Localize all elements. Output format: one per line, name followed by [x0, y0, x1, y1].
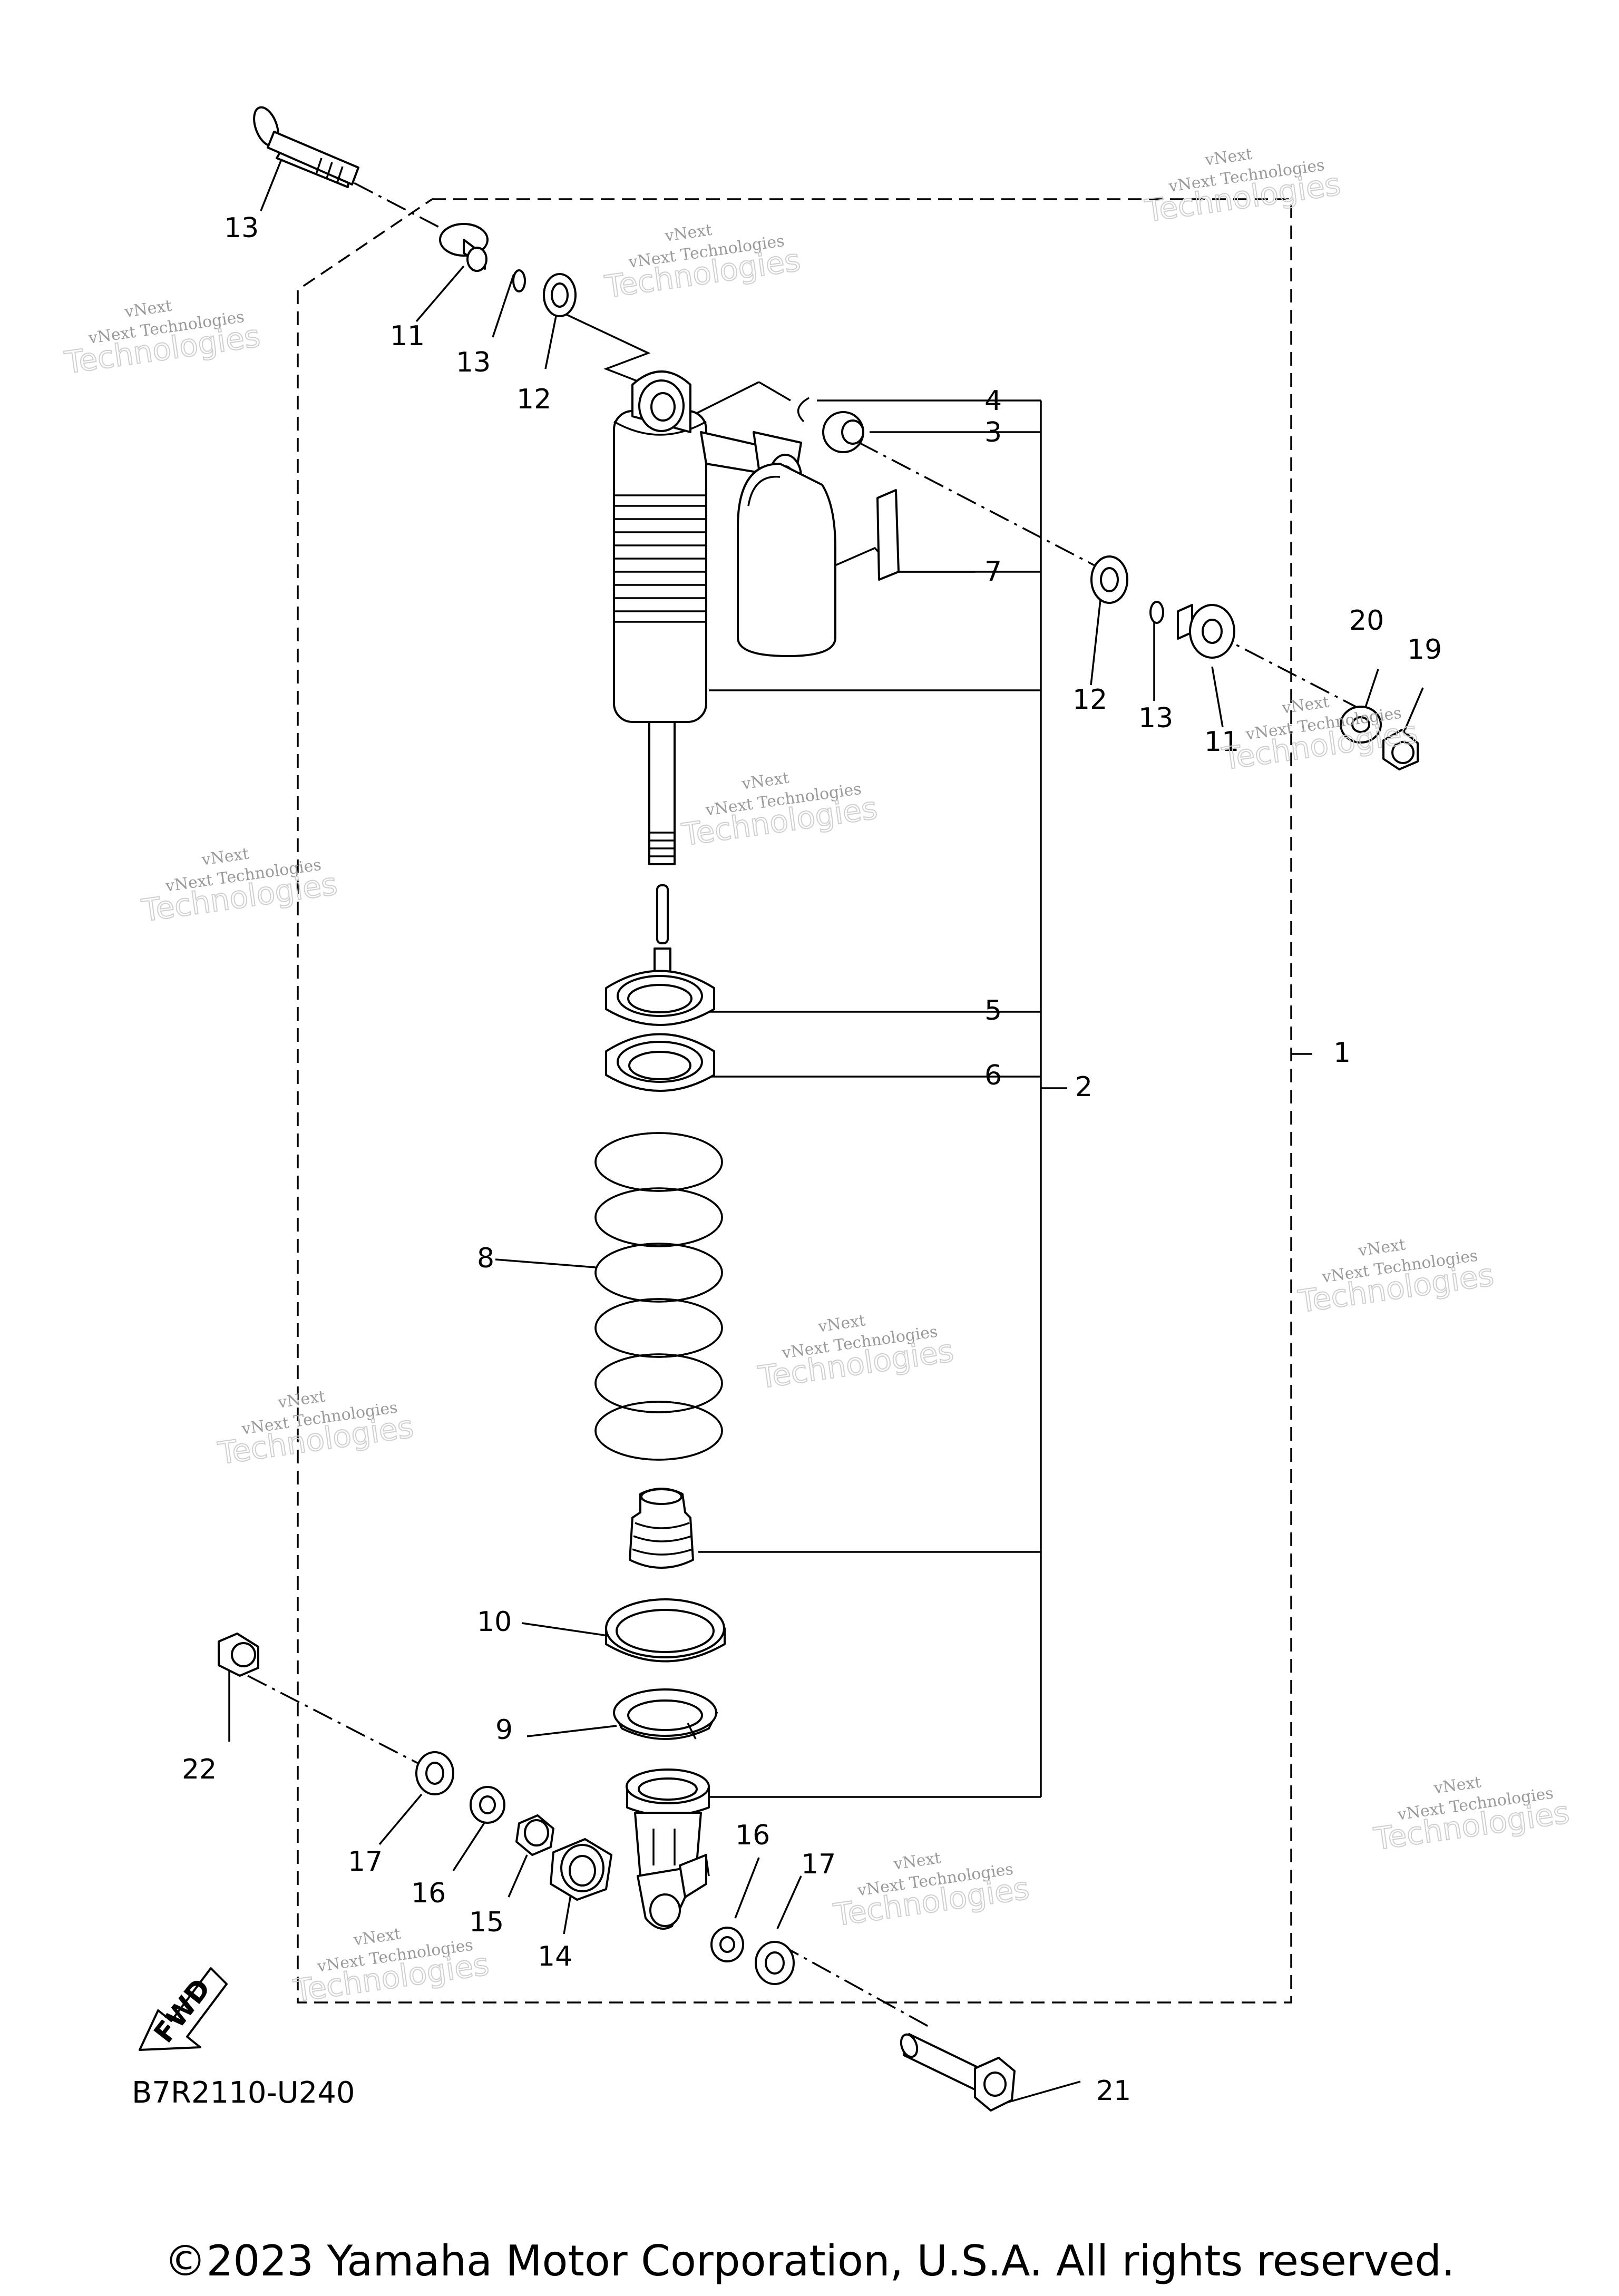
- diagram-code: B7R2110-U240: [132, 2076, 355, 2110]
- leader-lines: [228, 158, 1424, 2104]
- callout-22: 22: [182, 1754, 217, 1785]
- copyright-notice: ©2023 Yamaha Motor Corporation, U.S.A. A…: [164, 2236, 1455, 2285]
- right-hardware: [1090, 555, 1419, 770]
- top-seal: [543, 273, 577, 317]
- callout-17-right: 17: [801, 1849, 836, 1880]
- spring-guide-ring: [605, 1598, 726, 1663]
- callout-8: 8: [477, 1243, 494, 1274]
- callout-16-right: 16: [735, 1820, 770, 1851]
- bump-stop: [629, 1488, 694, 1569]
- group-bracket: [1040, 400, 1312, 1797]
- svg-text:vNext: vNext: [1432, 1773, 1482, 1797]
- callout-13-right: 13: [1138, 702, 1173, 734]
- svg-text:vNext: vNext: [123, 297, 173, 321]
- svg-text:vNext: vNext: [200, 845, 250, 869]
- axis-lines: [247, 165, 1366, 2030]
- svg-text:vNext: vNext: [276, 1387, 326, 1412]
- top-o-ring: [512, 269, 526, 292]
- callout-15: 15: [469, 1907, 504, 1938]
- watermarks: vNext vNext Technologies Technologies vN…: [62, 145, 1572, 2010]
- svg-text:vNext: vNext: [352, 1924, 402, 1949]
- callout-20: 20: [1349, 605, 1384, 637]
- shock-damper-body: [613, 370, 900, 997]
- lower-right-hardware: [710, 1927, 1016, 2112]
- callout-1: 1: [1333, 1037, 1351, 1069]
- callout-21: 21: [1096, 2075, 1131, 2107]
- callout-16-left: 16: [411, 1878, 446, 1909]
- svg-text:vNext: vNext: [663, 221, 713, 246]
- coil-spring: [594, 1132, 723, 1461]
- callout-3: 3: [984, 417, 1002, 448]
- callout-13-top: 13: [456, 347, 491, 378]
- svg-text:vNext: vNext: [1280, 692, 1330, 717]
- callout-labels: 1 2 3 4 5 6 7 8 9 10 11 11 12 12 13 13 1…: [182, 212, 1442, 2107]
- top-collar: [439, 223, 489, 272]
- svg-text:vNext: vNext: [816, 1311, 866, 1336]
- callout-13-bolt: 13: [224, 212, 259, 244]
- spring-seat: [613, 1688, 718, 1740]
- callout-19: 19: [1407, 634, 1442, 666]
- callout-17-left: 17: [348, 1846, 383, 1878]
- callout-14: 14: [538, 1941, 572, 1972]
- callout-4: 4: [984, 385, 1002, 417]
- callout-6: 6: [984, 1060, 1002, 1091]
- svg-text:vNext: vNext: [1203, 145, 1253, 170]
- callout-2: 2: [1075, 1071, 1093, 1103]
- callout-12-right: 12: [1072, 684, 1107, 716]
- top-bolt: [253, 106, 359, 188]
- callout-9: 9: [495, 1714, 513, 1746]
- callout-7: 7: [984, 556, 1002, 588]
- callout-11-top: 11: [390, 320, 425, 352]
- callout-5: 5: [984, 995, 1002, 1027]
- callout-10: 10: [477, 1606, 512, 1638]
- callout-12-top: 12: [516, 384, 551, 415]
- lower-clevis: [626, 1769, 710, 1930]
- svg-text:vNext: vNext: [740, 768, 790, 793]
- adjuster-nuts: [605, 970, 715, 1092]
- svg-text:vNext: vNext: [892, 1849, 942, 1873]
- fwd-arrow-icon: FWD: [139, 1967, 228, 2051]
- svg-text:vNext: vNext: [1357, 1235, 1407, 1260]
- clip-and-spacer: [797, 397, 864, 453]
- lower-left-hardware: [218, 1633, 612, 1901]
- callout-11-right: 11: [1204, 726, 1239, 758]
